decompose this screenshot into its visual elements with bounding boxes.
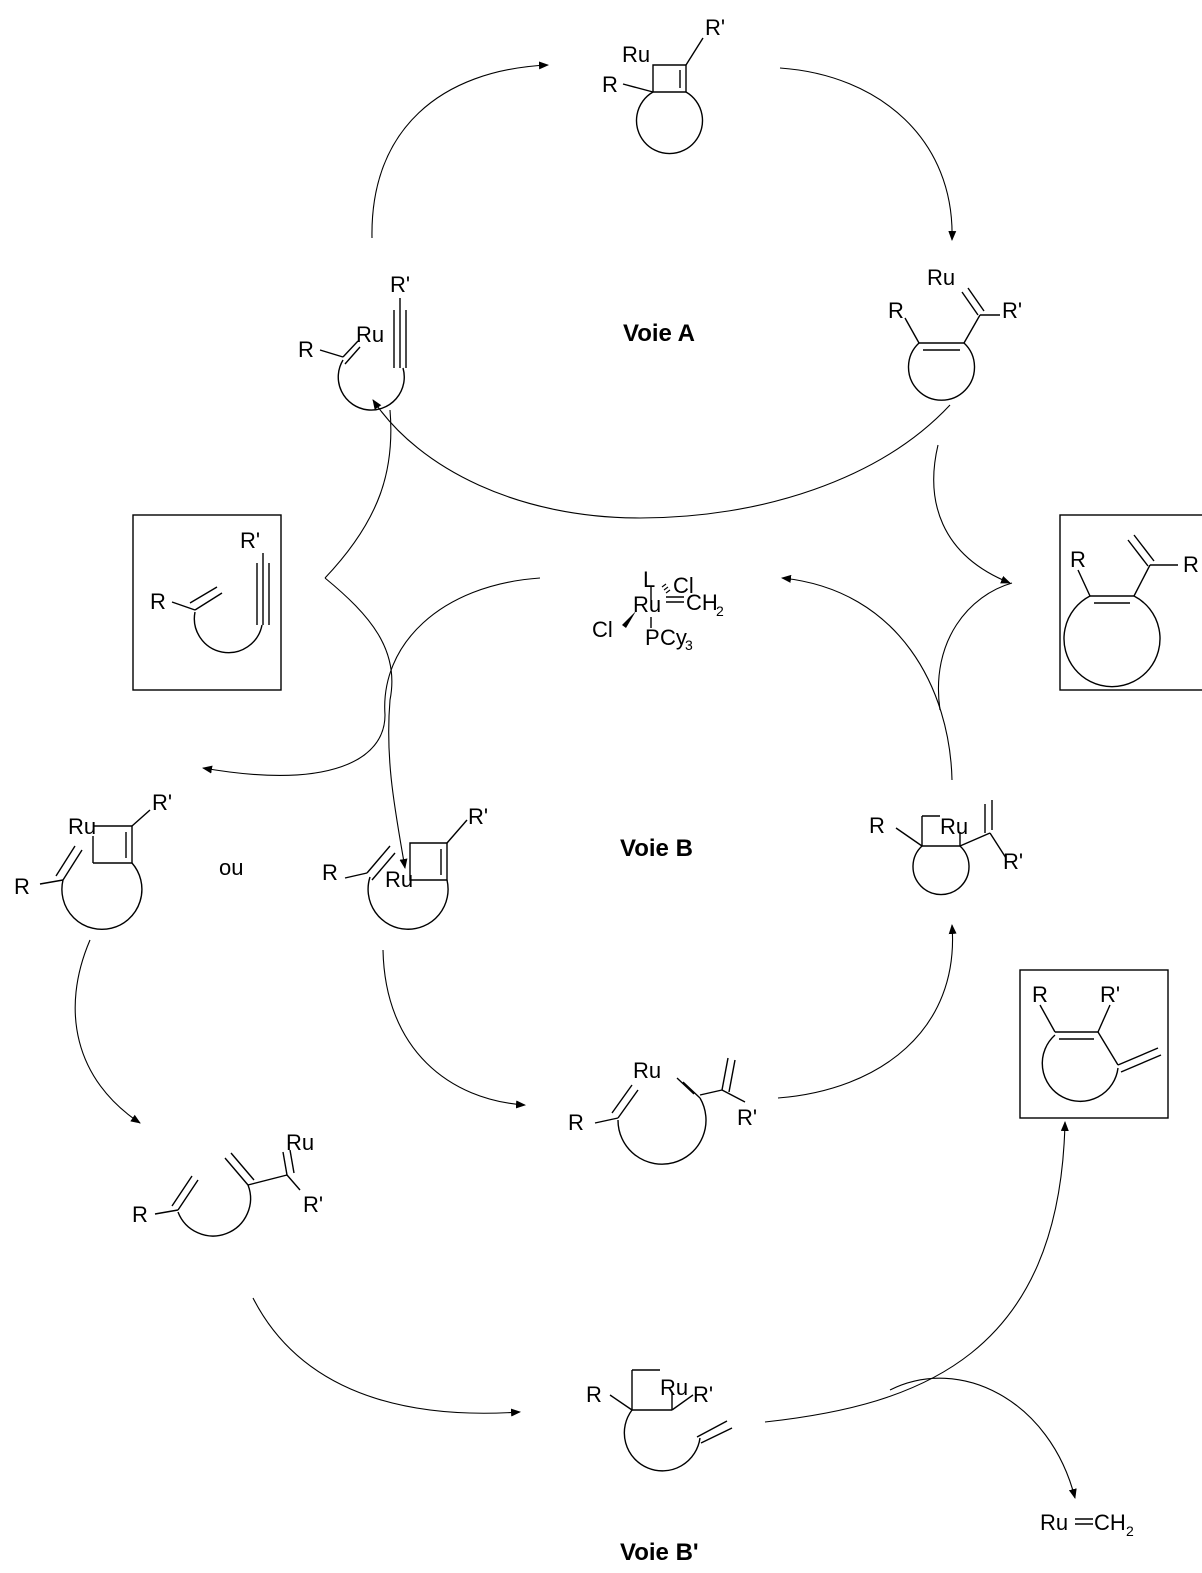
ru-label: Ru — [633, 1058, 661, 1083]
r-prime-label: R' — [303, 1192, 323, 1217]
ruthenacyclobutane-right: Ru R R' — [869, 800, 1023, 896]
r-prime-label: R' — [468, 804, 488, 829]
ru-label: Ru — [622, 42, 650, 67]
r-label: R — [1070, 547, 1086, 572]
r-label: R — [586, 1382, 602, 1407]
vinyl-carbene-voie-b: Ru R R' — [568, 1057, 757, 1165]
ru-label: Ru — [660, 1375, 688, 1400]
ru-label: Ru — [1040, 1510, 1068, 1535]
ruthenacyclobutene-top: Ru R R' — [602, 15, 725, 155]
r-label-cut: R — [1183, 552, 1199, 577]
ch-label: CH — [686, 590, 718, 615]
r-prime-label: R' — [693, 1382, 713, 1407]
voie-b-prime-label: Voie B' — [620, 1539, 699, 1566]
carbene-chain-voie-b-prime: Ru R R' — [132, 1130, 323, 1237]
r-label: R — [322, 860, 338, 885]
r-label: R — [568, 1110, 584, 1135]
cl-top-label: Cl — [673, 573, 694, 598]
r-prime-label: R' — [1100, 982, 1120, 1007]
cy-subscript: 3 — [685, 637, 693, 653]
r-label: R — [888, 298, 904, 323]
r-label: R — [1032, 982, 1048, 1007]
ch-subscript: 2 — [1126, 1523, 1134, 1539]
voie-b-label: Voie B — [620, 835, 693, 862]
ru-label: Ru — [385, 867, 413, 892]
r-prime-label: R' — [390, 272, 410, 297]
ru-label: Ru — [68, 814, 96, 839]
diene-product-box: R R — [1059, 514, 1202, 691]
ruthenacyclobutane-bottom: Ru R R' — [586, 1369, 733, 1472]
r-prime-label: R' — [737, 1105, 757, 1130]
r-prime-label: R' — [1002, 298, 1022, 323]
ru-label: Ru — [286, 1130, 314, 1155]
ch-label: CH — [1094, 1510, 1126, 1535]
r-label: R — [132, 1202, 148, 1227]
ru-carbene-enyne-left: Ru R R' — [298, 272, 410, 411]
voie-a-label: Voie A — [623, 320, 695, 347]
ru-label: Ru — [927, 265, 955, 290]
r-label: R — [869, 813, 885, 838]
ru-label: Ru — [356, 322, 384, 347]
diene-product-box-bottom: R R' — [1019, 969, 1169, 1119]
r-prime-label: R' — [240, 528, 260, 553]
ru-label: Ru — [940, 814, 968, 839]
r-label: R — [150, 589, 166, 614]
ch-subscript: 2 — [716, 603, 724, 619]
ru-center-label: Ru — [633, 592, 661, 617]
r-prime-label: R' — [152, 790, 172, 815]
cl-left-label: Cl — [592, 617, 613, 642]
r-label: R — [14, 874, 30, 899]
ou-label: ou — [219, 855, 243, 880]
grubbs-catalyst: L Cl Ru CH 2 Cl P Cy 3 — [592, 567, 724, 653]
ruthenacyclobutene-right: Ru R R' — [322, 804, 488, 930]
vinyl-carbene-right: Ru R R' — [888, 265, 1022, 401]
r-prime-label: R' — [1003, 849, 1023, 874]
p-label: P — [645, 625, 660, 650]
r-label: R — [602, 72, 618, 97]
enyne-substrate-box: R R' — [132, 514, 282, 691]
ruthenacyclobutene-left: Ru R R' — [14, 790, 172, 931]
ru-methylidene-byproduct: Ru CH 2 — [1040, 1510, 1134, 1539]
r-label: R — [298, 337, 314, 362]
cy-label: Cy — [660, 625, 687, 650]
l-ligand-label: L — [643, 567, 655, 592]
r-prime-label: R' — [705, 15, 725, 40]
